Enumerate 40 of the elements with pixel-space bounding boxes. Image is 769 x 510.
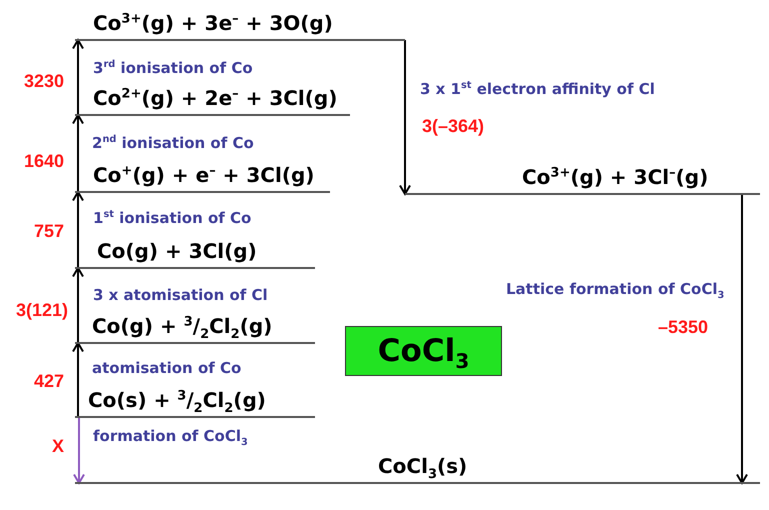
species-formula: Co$^{3+}$(g) + 3e$^{–}$ + 3O(g) (93, 11, 333, 35)
compound-formula: CoCl$_{3}$ (378, 333, 470, 369)
process-label: Lattice formation of CoCl$_{3}$ (506, 280, 724, 298)
enthalpy-value: X (52, 436, 64, 456)
enthalpy-value: 757 (34, 221, 64, 241)
arrow (72, 114, 84, 192)
enthalpy-value: –5350 (658, 317, 708, 337)
species-formula: CoCl$_{3}$(s) (378, 454, 468, 478)
energy-level (75, 11, 405, 41)
enthalpy-value: 3(121) (16, 300, 68, 320)
species-formula: Co(g) + $^{3}$/$_{2}$Cl$_{2}$(g) (92, 314, 272, 338)
enthalpy-value: 3(–364) (422, 116, 484, 136)
process-label: atomisation of Co (92, 359, 242, 377)
enthalpy-value: 427 (34, 371, 64, 391)
energy-level (75, 86, 350, 116)
energy-level (75, 163, 330, 193)
process-label: 2$^{nd}$ ionisation of Co (92, 134, 254, 152)
arrow (72, 342, 84, 417)
species-formula: Co(g) + 3Cl(g) (97, 239, 257, 263)
energy-level (75, 314, 315, 344)
species-formula: Co$^{+}$(g) + e$^{–}$ + 3Cl(g) (93, 163, 314, 187)
enthalpy-value: 3230 (24, 71, 64, 91)
species-formula: Co(s) + $^{3}$/$_{2}$Cl$_{2}$(g) (88, 388, 266, 412)
species-formula: Co$^{3+}$(g) + 3Cl$^{–}$(g) (522, 165, 708, 189)
arrow (72, 191, 84, 268)
process-label: 1$^{st}$ ionisation of Co (93, 209, 252, 227)
arrow (72, 267, 84, 343)
arrow (736, 194, 748, 484)
compound-box (345, 326, 502, 376)
process-label: 3$^{rd}$ ionisation of Co (93, 59, 253, 77)
process-label: 3 x atomisation of Cl (93, 286, 268, 304)
enthalpy-value: 1640 (24, 151, 64, 171)
arrow (73, 417, 85, 484)
arrow (399, 40, 411, 195)
species-formula: Co$^{2+}$(g) + 2e$^{–}$ + 3Cl(g) (93, 86, 338, 110)
energy-level (75, 388, 315, 418)
process-label: 3 x 1$^{st}$ electron affinity of Cl (420, 80, 655, 98)
arrow (72, 39, 84, 115)
process-label: formation of CoCl$_{3}$ (93, 427, 248, 445)
energy-level (405, 165, 760, 195)
